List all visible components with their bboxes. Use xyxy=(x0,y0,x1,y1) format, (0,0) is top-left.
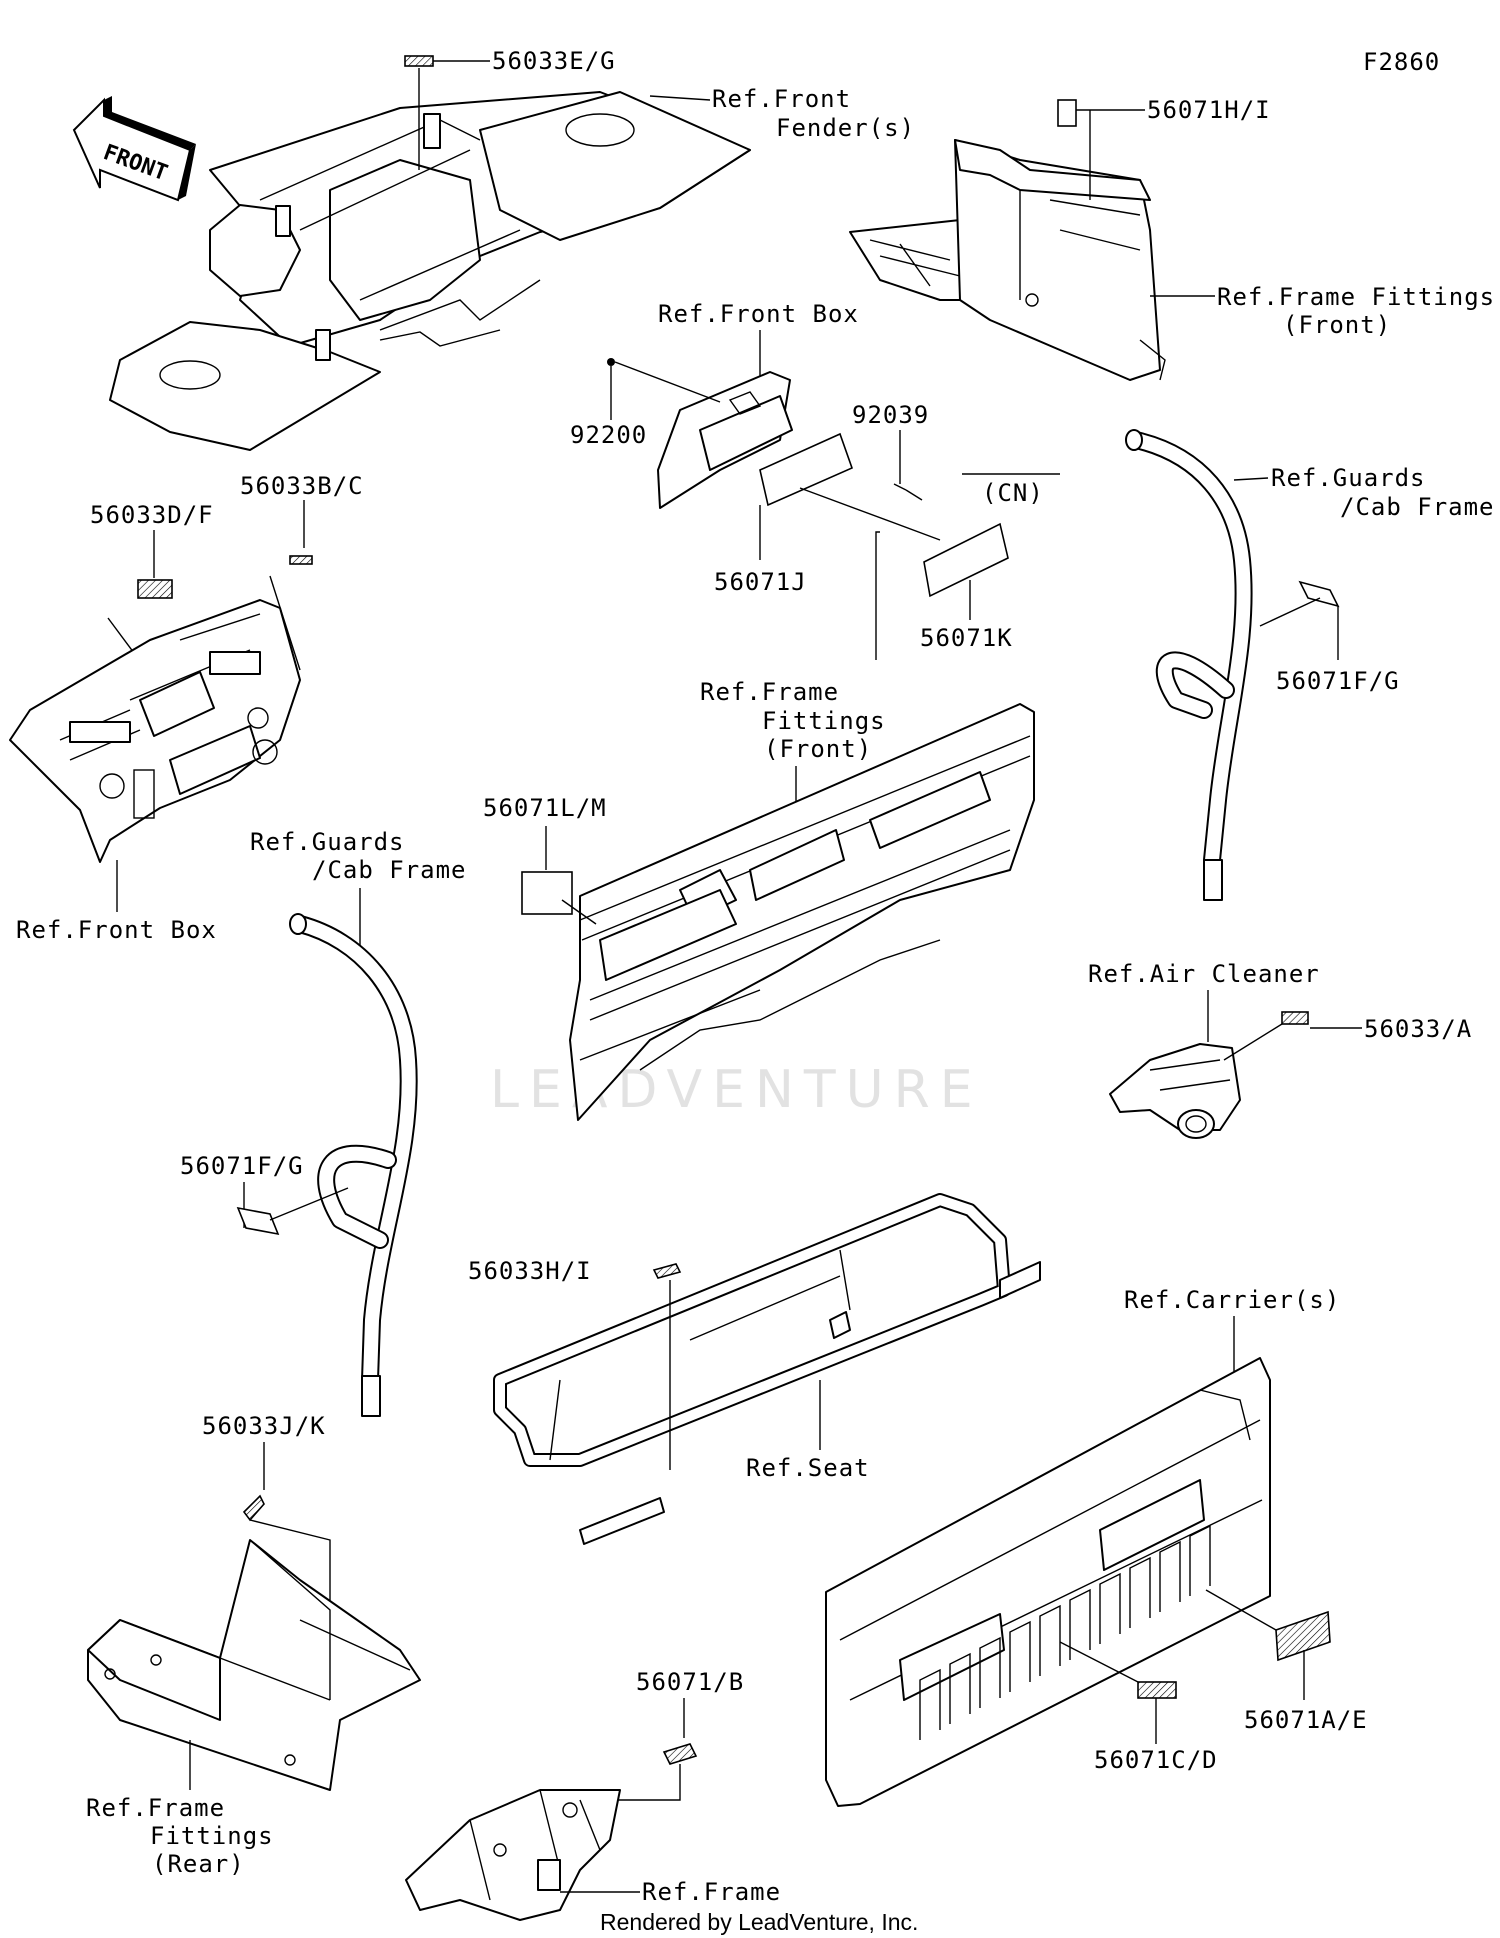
decal-56071fg-r xyxy=(1298,580,1340,608)
decal-56071k xyxy=(923,522,1009,598)
label-92200: 92200 xyxy=(570,421,647,449)
label-56071j: 56071J xyxy=(714,568,807,596)
label-ref-frame-fittings-mid2: Fittings xyxy=(762,707,886,735)
decal-56033eg xyxy=(404,55,434,67)
front-box-dashboard-drawing xyxy=(9,599,301,863)
decal-56071cd xyxy=(1137,1681,1177,1699)
label-ref-front-fender-2: Fender(s) xyxy=(776,114,915,142)
label-ref-frame-fittings-mid3: (Front) xyxy=(764,735,872,763)
front-floor-fender-drawing xyxy=(109,91,751,451)
frame-fittings-front-panel-drawing xyxy=(569,703,1035,1121)
label-ref-frame-fittings-front-a: Ref.Frame Fittings xyxy=(1217,283,1495,311)
watermark: LEADVENTURE xyxy=(490,1060,983,1120)
front-box-lid-drawing xyxy=(657,371,793,509)
label-ref-frame-fittings-front-a2: (Front) xyxy=(1283,311,1391,339)
label-56071cd: 56071C/D xyxy=(1094,1746,1218,1774)
label-56033bc: 56033B/C xyxy=(240,472,364,500)
label-56071hi: 56071H/I xyxy=(1147,96,1271,124)
decal-56033jk xyxy=(242,1494,265,1522)
decal-56033bc xyxy=(289,555,313,565)
cn-bracket xyxy=(875,531,880,660)
label-ref-frame-fittings-rear: Ref.Frame xyxy=(86,1794,225,1822)
label-cn: (CN) xyxy=(982,479,1044,507)
label-56071k: 56071K xyxy=(920,624,1013,652)
label-56033df: 56033D/F xyxy=(90,501,214,529)
guard-cab-frame-left-drawing xyxy=(289,913,418,1417)
label-56071ae: 56071A/E xyxy=(1244,1706,1368,1734)
label-56033jk: 56033J/K xyxy=(202,1412,326,1440)
label-56071lm: 56071L/M xyxy=(483,794,607,822)
decal-56071ae xyxy=(1275,1610,1331,1662)
label-ref-front-fender: Ref.Front xyxy=(712,85,851,113)
decal-56071j xyxy=(759,432,854,507)
decal-56071fg-l xyxy=(236,1206,280,1236)
label-ref-front-box-left: Ref.Front Box xyxy=(16,916,217,944)
label-56033a: 56033/A xyxy=(1364,1015,1472,1043)
decal-56033a xyxy=(1281,1011,1309,1025)
label-ref-air-cleaner: Ref.Air Cleaner xyxy=(1088,960,1320,988)
diagram-id: F2860 xyxy=(1363,48,1440,76)
label-ref-front-box-top: Ref.Front Box xyxy=(658,300,859,328)
guard-cab-frame-right-drawing xyxy=(1125,429,1253,901)
air-cleaner-drawing xyxy=(1109,1043,1241,1139)
label-56071fg-l: 56071F/G xyxy=(180,1152,304,1180)
label-ref-guards-cab-l: Ref.Guards xyxy=(250,828,405,856)
label-ref-guards-cab-r2: /Cab Frame xyxy=(1340,493,1495,521)
label-ref-guards-cab-r: Ref.Guards xyxy=(1271,464,1426,492)
decal-56033hi xyxy=(652,1263,682,1279)
label-56071fg-r: 56071F/G xyxy=(1276,667,1400,695)
decal-56033df xyxy=(137,579,173,599)
label-ref-seat: Ref.Seat xyxy=(746,1454,870,1482)
decal-56071b xyxy=(662,1743,698,1765)
frame-fittings-front-top-drawing xyxy=(849,139,1166,381)
label-ref-guards-cab-l2: /Cab Frame xyxy=(312,856,467,884)
label-56033hi: 56033H/I xyxy=(468,1257,592,1285)
carrier-drawing xyxy=(825,1357,1271,1807)
label-ref-frame-fittings-mid: Ref.Frame xyxy=(700,678,839,706)
fastener-92200 xyxy=(607,358,615,366)
label-ref-frame: Ref.Frame xyxy=(642,1878,781,1906)
decal-56071lm xyxy=(521,871,573,915)
label-92039: 92039 xyxy=(852,401,929,429)
frame-rear-drawing xyxy=(405,1789,621,1921)
footer-credit: Rendered by LeadVenture, Inc. xyxy=(600,1909,918,1935)
label-ref-frame-fittings-rear3: (Rear) xyxy=(152,1850,245,1878)
label-ref-frame-fittings-rear2: Fittings xyxy=(150,1822,274,1850)
label-ref-carriers: Ref.Carrier(s) xyxy=(1124,1286,1340,1314)
label-56033eg: 56033E/G xyxy=(492,47,616,75)
clip-92039 xyxy=(893,483,907,491)
seat-frame-drawing xyxy=(493,1193,1041,1545)
frame-fittings-rear-drawing xyxy=(87,1539,421,1791)
front-arrow-icon: FRONT xyxy=(72,96,196,202)
label-56071b: 56071/B xyxy=(636,1668,744,1696)
decal-56071hi xyxy=(1057,99,1077,127)
